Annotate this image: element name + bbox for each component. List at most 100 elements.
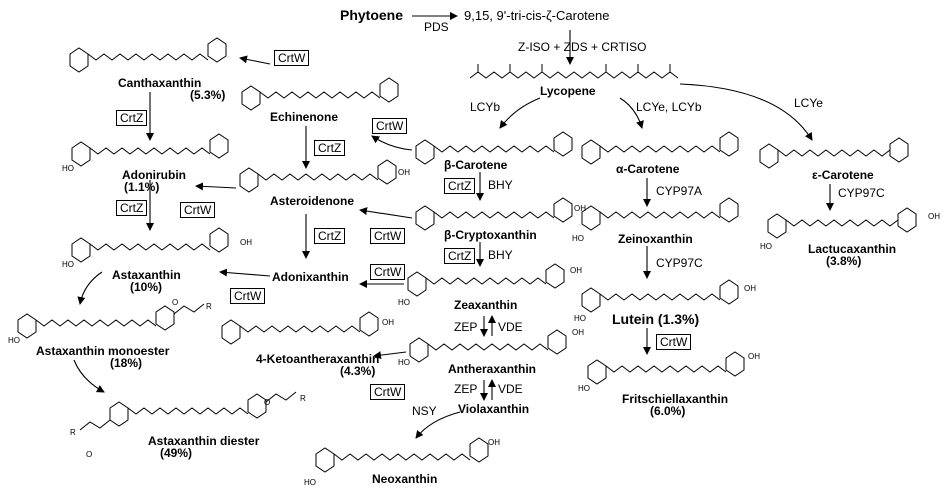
beta-cryptoxanthin-label: β-Cryptoxanthin (444, 228, 537, 242)
enzyme-cyp97a: CYP97A (656, 184, 703, 198)
oh-label-fritsch: OH (748, 352, 760, 361)
asteroidenone-structure (239, 159, 397, 193)
lycopene-label: Lycopene (540, 84, 596, 98)
oh-label-lutein: OH (744, 284, 756, 293)
enzyme-bhy-2: BHY (488, 248, 513, 262)
astaxanthin-label: Astaxanthin (112, 268, 181, 282)
r-label-monoester: R (206, 302, 212, 311)
echinenone-structure (241, 77, 399, 111)
enzyme-bhy-1: BHY (488, 178, 513, 192)
ho-label-fritsch: HO (578, 384, 590, 393)
arrow-adonixanthin-to-astaxanthin (219, 268, 271, 277)
astaxanthin-structure (71, 227, 229, 263)
astaxanthin-monoester-structure (17, 303, 205, 339)
adonirubin-structure (71, 133, 229, 167)
lutein-structure (581, 279, 739, 313)
arrow-lycopene-to-epsilon (679, 83, 813, 141)
enzyme-lcyb: LCYb (470, 100, 501, 114)
oh-label-antheraxanthin: OH (572, 328, 584, 337)
adonixanthin-label: Adonixanthin (272, 270, 349, 284)
alpha-carotene-structure (581, 131, 739, 165)
crtz-betacarotene: CrtZ (444, 178, 476, 194)
lactucaxanthin-pct-label: (3.8%) (826, 254, 862, 268)
lactucaxanthin-label: Lactucaxanthin (808, 242, 897, 256)
ketoantheraxanthin-label: 4-Ketoantheraxanthin (256, 352, 380, 366)
zeinoxanthin-structure (581, 197, 739, 231)
beta-cryptoxanthin-structure (415, 197, 573, 231)
violaxanthin-label: Violaxanthin (458, 402, 530, 416)
fritschiellaxanthin-label: Fritschiellaxanthin (622, 392, 729, 406)
ho-label-zeaxanthin: HO (398, 298, 410, 307)
lycopene-structure (469, 64, 679, 79)
ho-label-adonirubin: HO (62, 164, 74, 173)
enzyme-zep-1: ZEP (454, 320, 478, 334)
neoxanthin-structure (315, 437, 489, 473)
r-label-diester-right: R (300, 394, 306, 403)
echinenone-label: Echinenone (270, 110, 339, 124)
enzyme-lcye: LCYe (794, 96, 823, 110)
canthaxanthin-pct-label: (5.3%) (190, 88, 226, 102)
ho-label-monoester: HO (8, 336, 20, 345)
ho-label-antheraxanthin: HO (398, 358, 410, 367)
enzyme-zep-2: ZEP (454, 382, 478, 396)
arrow-anthera-to-ketoanthera (373, 351, 407, 360)
arrow-asteroidenone-to-adonirubin (195, 182, 237, 191)
astaxanthin-monoester-pct-label: (18%) (110, 356, 143, 370)
ho-label-lactucaxanthin: HO (760, 242, 772, 251)
epsilon-carotene-structure (759, 137, 909, 169)
arrow-echinenone-to-canthaxanthin (239, 55, 271, 65)
crtw-to-ketoantheraxanthin: CrtW (370, 384, 406, 400)
astaxanthin-monoester-label: Astaxanthin monoester (36, 344, 170, 358)
crtw-to-astaxanthin: CrtW (230, 288, 266, 304)
fritschiellaxanthin-structure (587, 351, 745, 385)
enzyme-vde-2: VDE (498, 382, 523, 396)
o-label-diester-left: O (86, 450, 93, 459)
adonirubin-label: Adonirubin (122, 168, 186, 182)
ho-label-neoxanthin: HO (304, 478, 316, 487)
zeinoxanthin-label: Zeinoxanthin (618, 232, 693, 246)
lactucaxanthin-structure (767, 207, 917, 239)
asteroidenone-label: Asteroidenone (270, 194, 355, 208)
oh-label-lactucaxanthin: OH (928, 212, 940, 221)
astaxanthin-diester-label: Astaxanthin diester (148, 434, 260, 448)
ho-label-zeinoxanthin: HO (572, 234, 584, 243)
antheraxanthin-label: Antheraxanthin (448, 362, 537, 376)
crtz-echinenone: CrtZ (314, 140, 346, 156)
crtz-adonirubin: CrtZ (116, 200, 148, 216)
arrow-viola-to-neo (415, 411, 461, 439)
o-label-diester-right: O (264, 398, 271, 407)
zeaxanthin-label: Zeaxanthin (454, 298, 518, 312)
antheraxanthin-structure (409, 329, 567, 363)
crtw-to-canthaxanthin: CrtW (274, 50, 310, 66)
enzyme-vde-1: VDE (498, 320, 523, 334)
arrow-lycopene-to-alpha (619, 97, 644, 129)
astaxanthin-diester-structure (79, 391, 297, 431)
oh-label-cryptoxanthin: OH (574, 204, 586, 213)
arrow-beta-to-echinenone (371, 135, 413, 151)
epsilon-carotene-label: ε-Carotene (812, 168, 874, 182)
arrow-crypto-to-asteroidenone (359, 207, 413, 219)
enzyme-lcye-lcyb: LCYe, LCYb (636, 100, 702, 114)
beta-carotene-structure (415, 131, 573, 165)
crtw-to-adonixanthin: CrtW (370, 264, 406, 280)
astaxanthin-pct-label: (10%) (130, 280, 163, 294)
beta-carotene-label: β-Carotene (444, 158, 508, 172)
oh-label-zeaxanthin: OH (570, 266, 582, 275)
arrow-astaxanthin-to-monoester (77, 271, 103, 305)
crtw-lutein: CrtW (656, 334, 692, 350)
alpha-carotene-label: α-Carotene (616, 162, 680, 176)
enzyme-cyp97c-2: CYP97C (656, 256, 703, 270)
canthaxanthin-structure (69, 37, 227, 73)
adonirubin-pct-label: (1.1%) (124, 180, 160, 194)
astaxanthin-diester-pct-label: (49%) (160, 446, 193, 460)
zeaxanthin-structure (407, 263, 565, 297)
oh-label-neoxanthin: OH (488, 438, 500, 447)
o-label-monoester: O (172, 298, 179, 307)
enzyme-pds: PDS (424, 20, 449, 34)
enzyme-cyp97c-1: CYP97C (838, 186, 885, 200)
fritschiellaxanthin-pct-label: (6.0%) (650, 404, 686, 418)
ho-label-astaxanthin: HO (62, 260, 74, 269)
arrow-monoester-to-diester (73, 359, 105, 393)
phytoene-label: Phytoene (340, 7, 404, 23)
enzyme-nsy: NSY (412, 404, 437, 418)
